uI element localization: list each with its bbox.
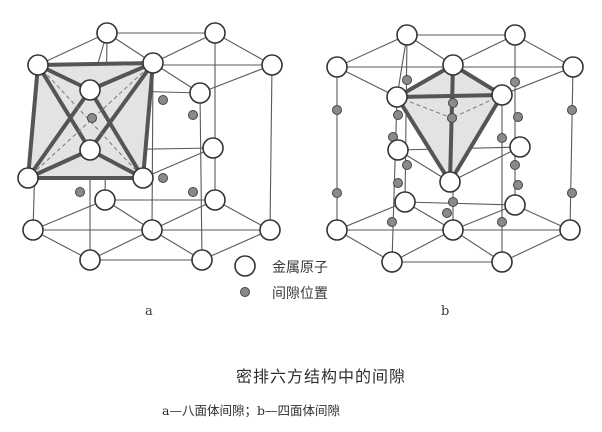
legend-metal-atom-label: 金属原子 <box>272 260 328 276</box>
panel-b-label: b <box>441 304 450 319</box>
metal-atom-legend-icon <box>234 255 256 277</box>
panel-a-metal-atoms <box>17 22 283 271</box>
panel-a-label: a <box>145 304 153 319</box>
panel-a-interstitial-dots <box>75 95 198 197</box>
interstitial-legend-icon <box>240 287 250 297</box>
panel-b-interstitial-dots <box>332 75 577 227</box>
figure-title: 密排六方结构中的间隙 <box>236 367 407 386</box>
legend-interstitial-label: 间隙位置 <box>272 286 328 302</box>
panel-b-metal-atoms <box>326 24 584 273</box>
figure-caption: a—八面体间隙；b—四面体间隙 <box>162 403 340 418</box>
